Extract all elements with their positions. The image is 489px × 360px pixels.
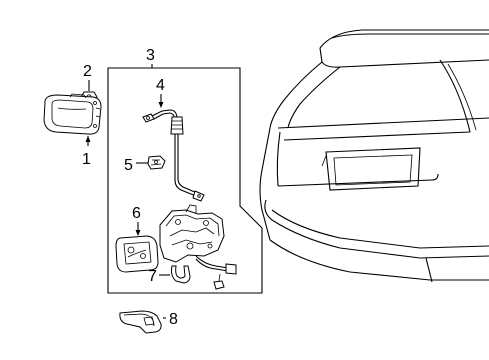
vehicle-rear-outline xyxy=(259,29,489,283)
group-frame xyxy=(107,67,263,294)
callout-7: 7 xyxy=(148,268,157,285)
callout-6: 6 xyxy=(132,205,141,222)
part-1-outside-handle: 1 xyxy=(43,93,102,168)
part-3-lock-assembly-box: 3 xyxy=(107,47,263,294)
part-5-clip: 5 xyxy=(124,155,166,174)
part-6-latch: 6 xyxy=(115,205,159,273)
callout-1: 1 xyxy=(82,151,91,168)
callout-3: 3 xyxy=(146,47,155,64)
callout-4: 4 xyxy=(156,77,165,94)
part-7-clip: 7 xyxy=(148,265,191,285)
callout-5: 5 xyxy=(124,157,133,174)
latch-mechanism xyxy=(159,204,237,290)
callout-8: 8 xyxy=(169,311,178,328)
part-4-rod: 4 xyxy=(142,77,205,202)
part-8-bracket: 8 xyxy=(119,310,178,334)
callout-2: 2 xyxy=(83,63,92,80)
